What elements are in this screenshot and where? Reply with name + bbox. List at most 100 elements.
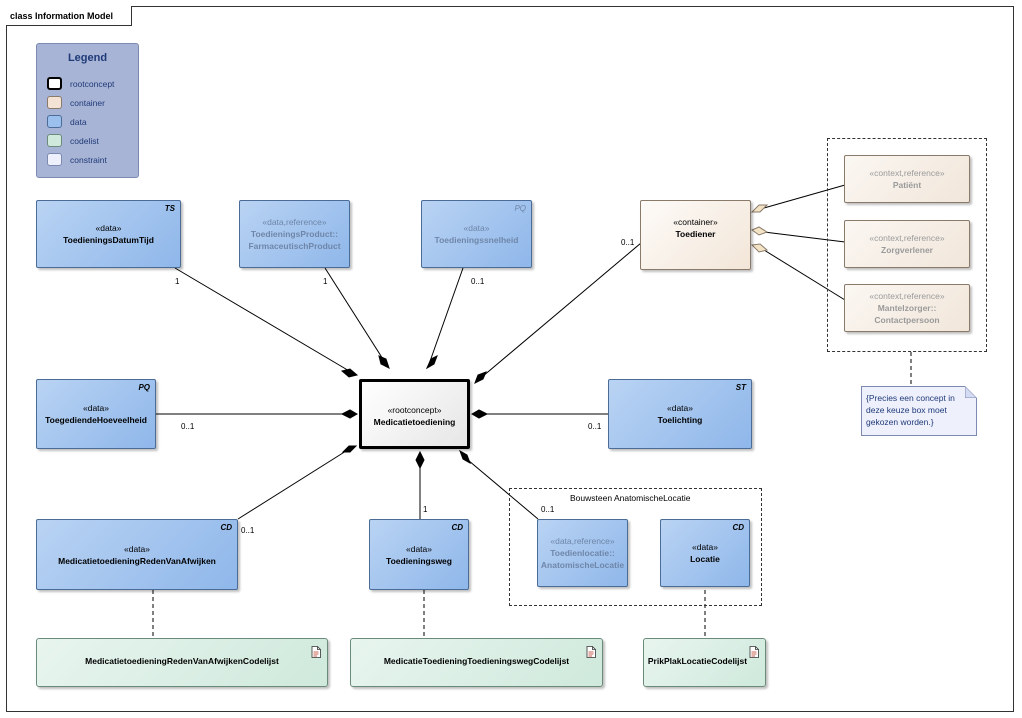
legend-label: rootconcept bbox=[70, 79, 115, 89]
node-name: ToegediendeHoeveelheid bbox=[45, 415, 147, 425]
node-name: Patiënt bbox=[892, 180, 922, 190]
legend: Legend rootconcept container data codeli… bbox=[36, 43, 139, 178]
link-mantelzorger bbox=[763, 249, 846, 301]
datatype-tag: TS bbox=[164, 204, 175, 213]
diamond-mantelzorger bbox=[750, 243, 769, 253]
datatype-tag: PQ bbox=[138, 383, 150, 392]
node-name: PrikPlakLocatieCodelijst bbox=[647, 656, 748, 666]
link-patient bbox=[763, 184, 846, 209]
node-toedieningsweg-codelijst[interactable]: MedicatieToedieningToedieningswegCodelij… bbox=[350, 638, 603, 687]
node-mantelzorger[interactable]: «context,reference»Mantelzorger::Contact… bbox=[844, 284, 970, 332]
node-toedieningsweg[interactable]: CD «data»Toedieningsweg bbox=[369, 519, 469, 590]
diamond-toediener bbox=[474, 371, 487, 385]
link-snelheid bbox=[427, 267, 464, 368]
legend-label: data bbox=[70, 117, 87, 127]
node-name: FarmaceutischProduct bbox=[248, 241, 341, 251]
note-fold-icon bbox=[965, 386, 977, 398]
multiplicity-product: 1 bbox=[323, 277, 328, 286]
node-name: Toedienlocatie:: bbox=[550, 548, 615, 558]
legend-swatch bbox=[47, 96, 62, 109]
stereotype: «container» bbox=[673, 217, 718, 227]
node-name: Toedieningsweg bbox=[386, 555, 452, 566]
datatype-tag: CD bbox=[220, 523, 232, 532]
link-anatomisch bbox=[461, 454, 539, 520]
diamond-hoeveelheid bbox=[340, 409, 359, 419]
stereotype: «data» bbox=[463, 223, 490, 233]
diamond-anatomisch bbox=[459, 449, 471, 465]
stereotype: «data» bbox=[692, 542, 718, 552]
link-zorgverlener bbox=[763, 231, 846, 243]
multiplicity-snelheid: 0..1 bbox=[471, 277, 485, 286]
multiplicity-reden: 0..1 bbox=[241, 526, 255, 535]
multiplicity-anatomisch: 0..1 bbox=[541, 505, 555, 514]
diamond-datumtijd bbox=[340, 368, 359, 378]
link-datumtijd bbox=[174, 267, 357, 376]
node-name: Contactpersoon bbox=[874, 315, 940, 325]
legend-title: Legend bbox=[67, 52, 108, 64]
node-name: Toelichting bbox=[657, 415, 703, 425]
node-name: Toediener bbox=[675, 229, 716, 239]
legend-label: constraint bbox=[70, 155, 107, 165]
multiplicity-datumtijd: 1 bbox=[175, 277, 180, 286]
node-toedieningssnelheid[interactable]: PQ «data»Toedieningssnelheid bbox=[421, 200, 532, 268]
diamond-patient bbox=[750, 204, 769, 213]
node-name: Mantelzorger:: bbox=[877, 303, 937, 313]
node-name: ToedieningsDatumTijd bbox=[63, 235, 154, 245]
stereotype: «data» bbox=[406, 543, 432, 554]
node-name: MedicatietoedieningRedenVanAfwijkenCodel… bbox=[85, 656, 279, 666]
node-toedieningsdatumtijd[interactable]: TS «data» ToedieningsDatumTijd bbox=[36, 200, 181, 268]
stereotype: «data» bbox=[83, 403, 109, 413]
stereotype: «data» bbox=[667, 403, 693, 413]
diamond-toelichting bbox=[470, 409, 489, 419]
multiplicity-toediener: 0..1 bbox=[621, 238, 635, 247]
document-icon bbox=[749, 646, 759, 658]
multiplicity-hoeveelheid: 0..1 bbox=[181, 422, 195, 431]
node-name: Locatie bbox=[690, 554, 720, 564]
stereotype: «context,reference» bbox=[869, 233, 945, 243]
document-icon bbox=[311, 646, 321, 658]
legend-swatch bbox=[47, 134, 62, 147]
stereotype: «data» bbox=[95, 223, 122, 233]
stereotype: «context,reference» bbox=[869, 291, 945, 301]
group-label: Bouwsteen AnatomischeLocatie bbox=[570, 493, 691, 503]
group-bouwsteen-anatomischelocatie bbox=[509, 488, 762, 606]
node-medicatietoedieningredenvanafwijken[interactable]: CD «data»MedicatietoedieningRedenVanAfwi… bbox=[36, 519, 238, 590]
link-toediener bbox=[475, 242, 642, 383]
datatype-tag: ST bbox=[735, 383, 746, 392]
node-toedieningsproduct[interactable]: «data,reference»ToedieningsProduct::Farm… bbox=[239, 200, 350, 268]
constraint-note: {Precies een concept in deze keuze box m… bbox=[861, 386, 977, 436]
diamond-snelheid bbox=[425, 354, 438, 370]
node-name: AnatomischeLocatie bbox=[540, 560, 625, 570]
node-patient[interactable]: «context,reference»Patiënt bbox=[844, 155, 970, 203]
node-toelichting[interactable]: ST «data» Toelichting bbox=[608, 379, 752, 449]
node-name: MedicatietoedieningRedenVanAfwijken bbox=[58, 555, 216, 566]
node-name: ToedieningsProduct:: bbox=[250, 229, 339, 239]
link-reden bbox=[237, 445, 355, 520]
diamond-weg bbox=[415, 450, 425, 470]
node-toedienlocatie[interactable]: «data,reference»Toedienlocatie::Anatomis… bbox=[537, 519, 628, 587]
stereotype: «data» bbox=[124, 543, 150, 554]
diamond-zorgverlener bbox=[750, 226, 769, 236]
node-name: MedicatieToedieningToedieningswegCodelij… bbox=[383, 656, 570, 666]
node-toediener[interactable]: «container» Toediener bbox=[640, 200, 751, 270]
node-locatie[interactable]: CD «data»Locatie bbox=[660, 519, 750, 587]
legend-label: container bbox=[70, 98, 105, 108]
link-product bbox=[324, 267, 389, 368]
node-toegediendehoeveelheid[interactable]: PQ «data» ToegediendeHoeveelheid bbox=[36, 379, 156, 449]
legend-swatch bbox=[47, 153, 62, 166]
legend-swatch bbox=[47, 115, 62, 128]
diagram-frame bbox=[6, 6, 1014, 712]
choice-box bbox=[827, 138, 987, 352]
legend-label: codelist bbox=[70, 136, 99, 146]
node-zorgverlener[interactable]: «context,reference»Zorgverlener bbox=[844, 220, 970, 268]
stereotype: «data,reference» bbox=[550, 536, 615, 546]
diamond-reden bbox=[341, 445, 358, 453]
multiplicity-weg: 1 bbox=[423, 505, 428, 514]
node-redenvanafwijken-codelijst[interactable]: MedicatietoedieningRedenVanAfwijkenCodel… bbox=[36, 638, 328, 687]
diamond-product bbox=[378, 355, 390, 369]
document-icon bbox=[586, 646, 596, 658]
node-prikplaklocatie-codelijst[interactable]: PrikPlakLocatieCodelijst bbox=[643, 638, 766, 687]
datatype-tag: PQ bbox=[514, 204, 526, 213]
legend-swatch bbox=[47, 77, 62, 90]
node-medicatietoediening[interactable]: «rootconcept»Medicatietoediening bbox=[359, 379, 470, 449]
